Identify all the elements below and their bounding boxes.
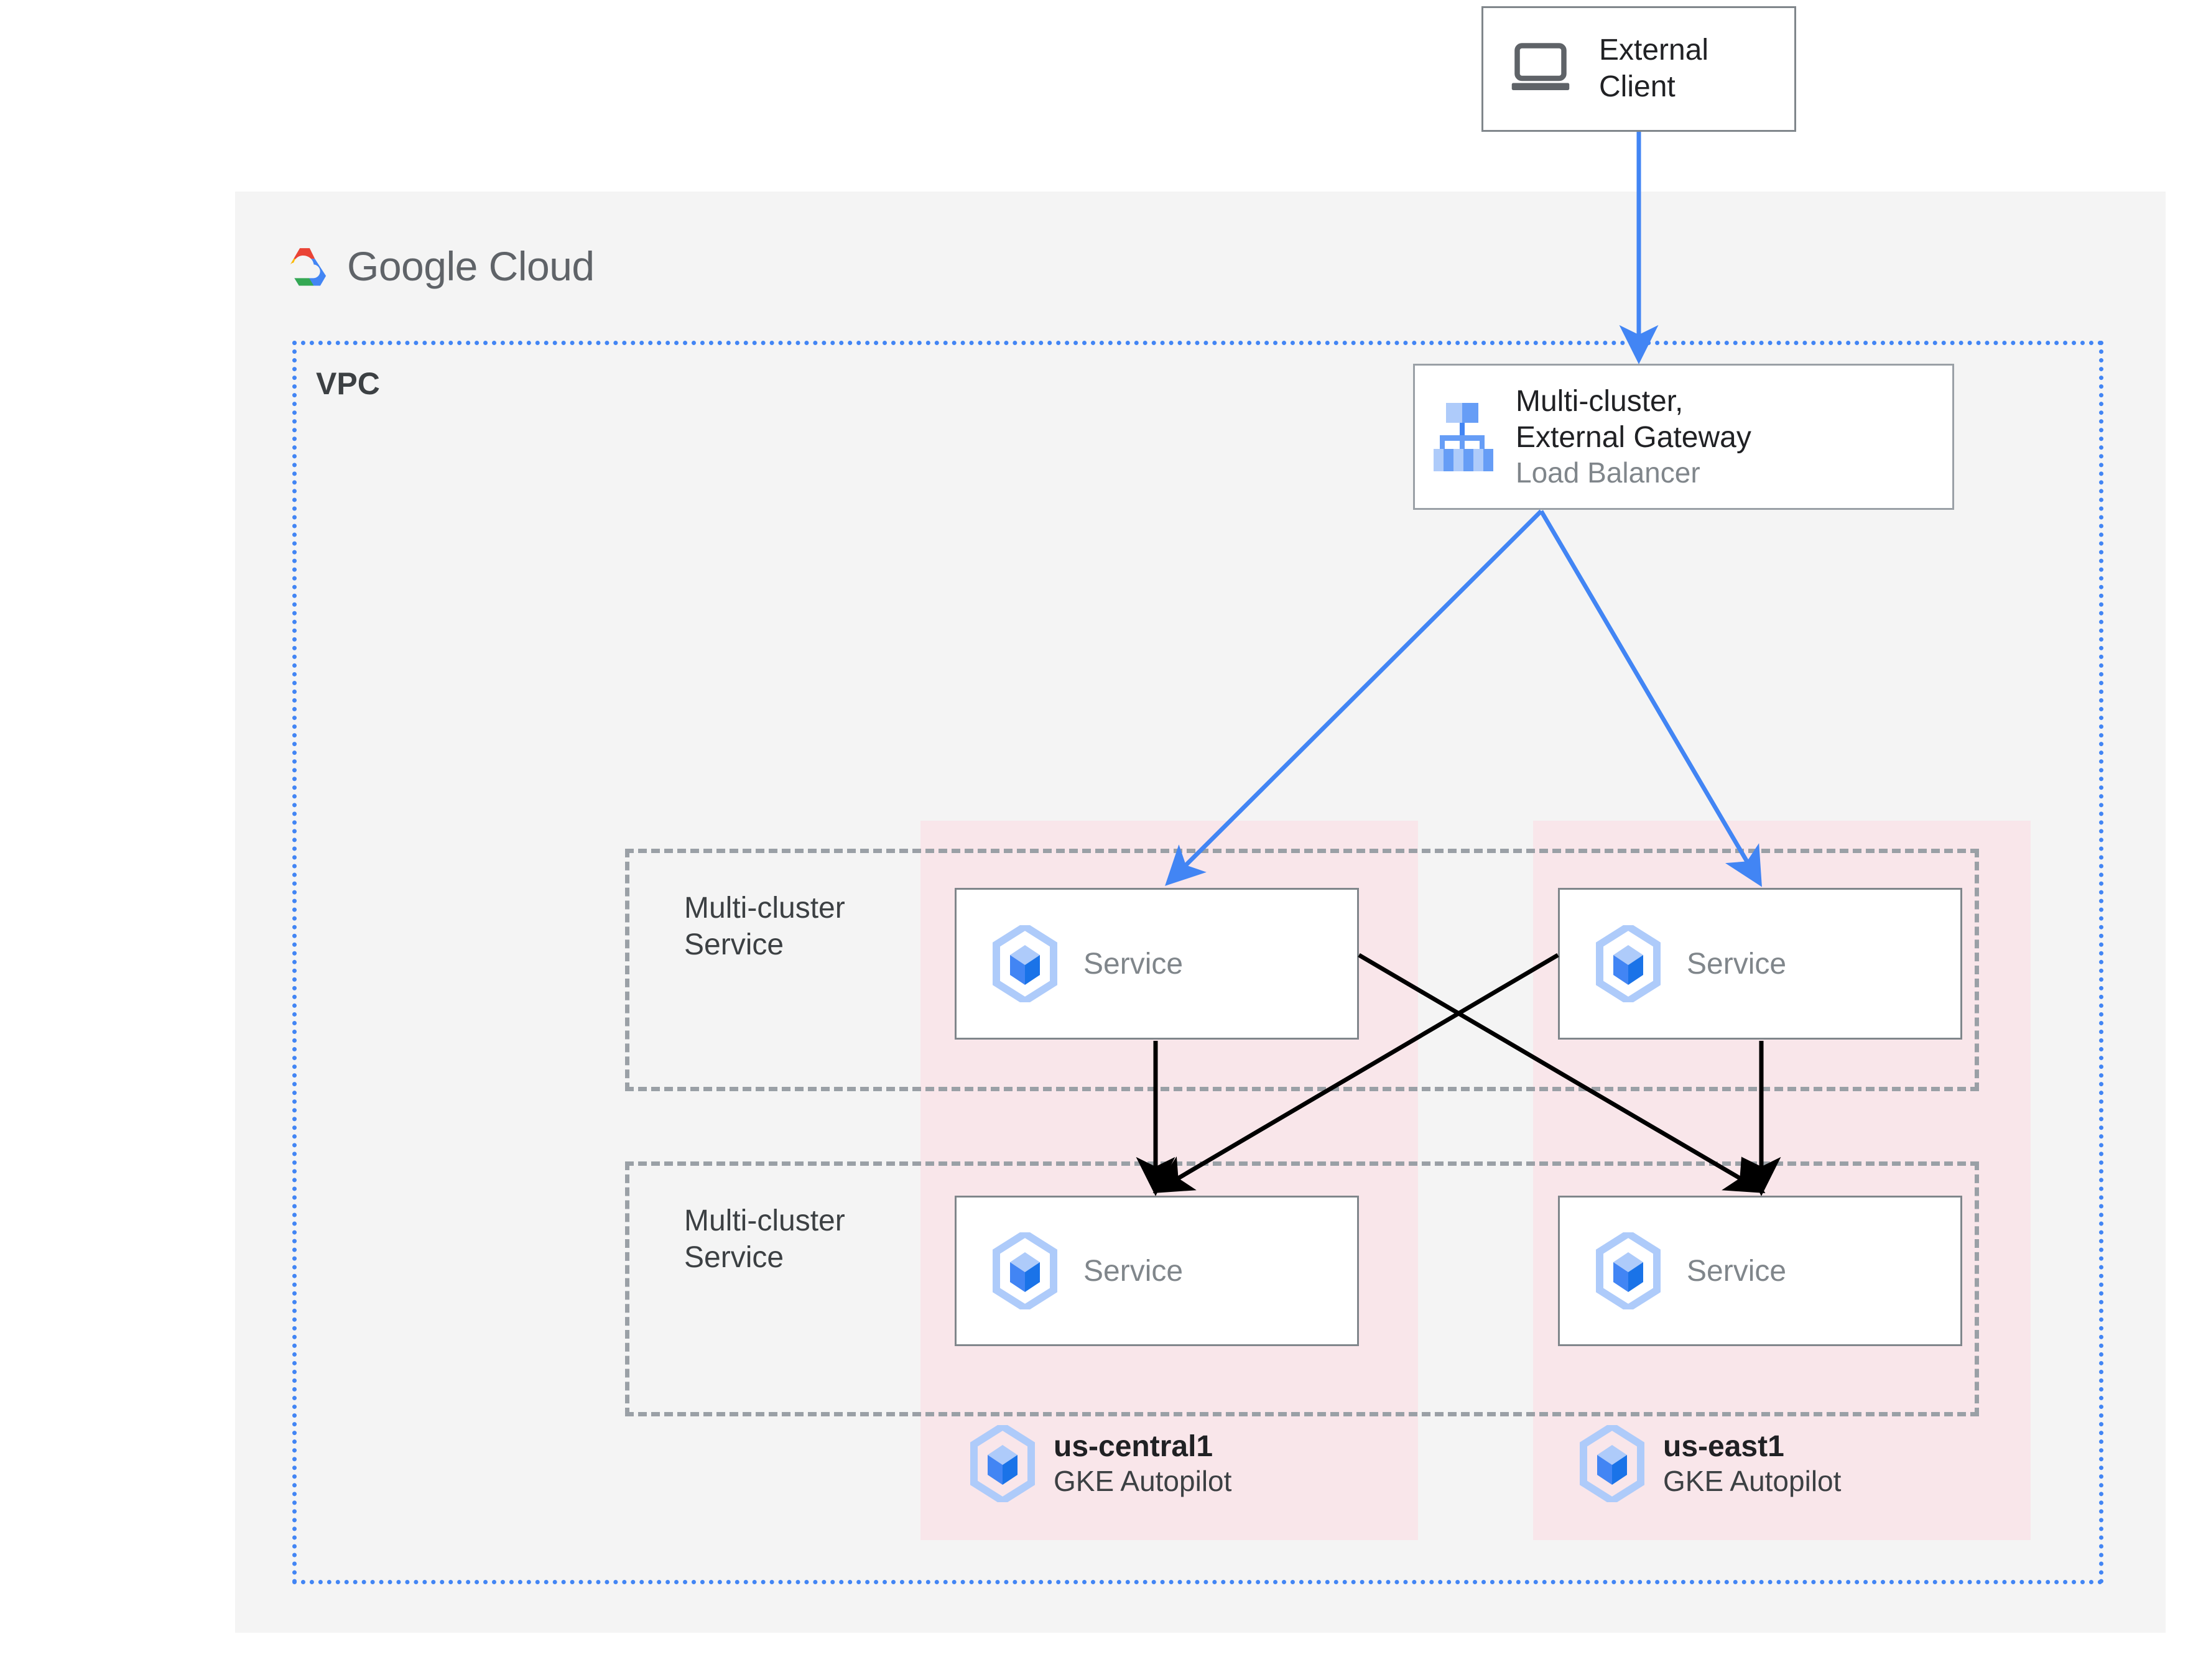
cluster-footer-us-central1: us-central1 GKE Autopilot — [970, 1425, 1231, 1502]
gke-service-icon — [993, 1232, 1057, 1309]
service-label: Service — [1687, 1254, 1787, 1288]
service-node-bottom-left[interactable]: Service — [955, 1196, 1359, 1346]
service-node-top-right[interactable]: Service — [1558, 888, 1962, 1040]
laptop-icon — [1511, 43, 1570, 90]
external-client-label: External Client — [1599, 34, 1709, 103]
gke-service-icon — [993, 925, 1057, 1002]
cluster-footer-us-east1: us-east1 GKE Autopilot — [1580, 1425, 1841, 1502]
service-node-bottom-right[interactable]: Service — [1558, 1196, 1962, 1346]
multi-cluster-service-label-top: Multi-cluster Service — [684, 892, 845, 961]
gke-service-icon — [1596, 925, 1661, 1002]
google-cloud-brand: Google Cloud — [279, 229, 751, 303]
gke-cluster-icon — [1580, 1425, 1644, 1502]
service-node-top-left[interactable]: Service — [955, 888, 1359, 1040]
vpc-label: VPC — [316, 366, 380, 401]
cluster-footer-text: us-east1 GKE Autopilot — [1663, 1429, 1842, 1498]
service-label: Service — [1083, 1254, 1184, 1288]
multi-cluster-service-label-bottom: Multi-cluster Service — [684, 1204, 845, 1274]
cluster-footer-text: us-central1 GKE Autopilot — [1054, 1429, 1232, 1498]
external-client-node[interactable]: External Client — [1481, 6, 1796, 132]
gke-service-icon — [1596, 1232, 1661, 1309]
load-balancer-hierarchy-icon — [1434, 402, 1493, 471]
gke-cluster-icon — [970, 1425, 1035, 1502]
load-balancer-node[interactable]: Multi-cluster, External Gateway Load Bal… — [1413, 364, 1954, 510]
google-cloud-logo-icon — [287, 248, 327, 286]
vpc-boundary — [292, 341, 2103, 1584]
service-label: Service — [1687, 947, 1787, 981]
google-cloud-wordmark: Google Cloud — [347, 243, 595, 289]
service-label: Service — [1083, 947, 1184, 981]
load-balancer-text: Multi-cluster, External Gateway Load Bal… — [1516, 385, 1751, 489]
